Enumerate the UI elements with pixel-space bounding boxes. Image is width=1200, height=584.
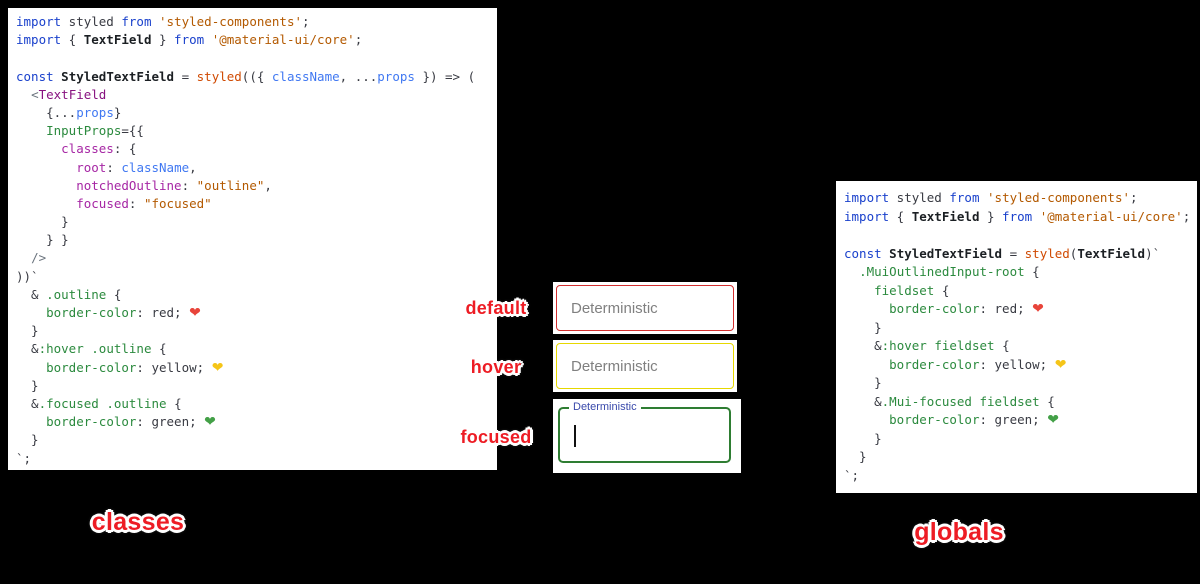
code-line: } <box>844 430 882 446</box>
code-panel-classes: import styled from 'styled-components'; i… <box>8 8 497 470</box>
code-line <box>16 49 497 67</box>
textfield-hover-label: Deterministic <box>571 357 658 375</box>
code-line: } <box>844 449 867 464</box>
code-line: fieldset { <box>874 282 950 298</box>
code-line: } <box>16 323 39 339</box>
code-line: import styled from 'styled-components'; <box>844 190 1138 205</box>
code-line: {...props} <box>16 104 122 120</box>
code-line: } <box>16 432 39 448</box>
code-line: ))` <box>16 268 39 284</box>
code-line: &:hover fieldset { <box>844 338 1010 353</box>
code-line: border-color: yellow; ❤ <box>889 356 1067 373</box>
code-line: import { TextField } from '@material-ui/… <box>844 208 1191 224</box>
code-line: } <box>844 375 882 390</box>
code-line: & .outline { <box>16 286 122 302</box>
textfield-focused[interactable] <box>558 407 731 463</box>
textfield-hover[interactable]: Deterministic <box>556 343 734 389</box>
code-line: /> <box>31 250 47 266</box>
code-line: import { TextField } from '@material-ui/… <box>16 32 363 48</box>
textfield-default[interactable]: Deterministic <box>556 285 734 331</box>
code-line: .MuiOutlinedInput-root { <box>859 264 1040 279</box>
code-line: } <box>16 377 39 393</box>
textfield-default-screenshot: Deterministic <box>553 282 737 334</box>
code-line: `; <box>844 467 860 483</box>
textfield-focused-label: Deterministic <box>569 401 641 413</box>
textfield-focused-screenshot: Deterministic <box>553 399 741 473</box>
title-classes: classes <box>91 508 185 536</box>
code-line: import styled from 'styled-components'; <box>16 14 310 29</box>
textfield-hover-screenshot: Deterministic <box>553 340 737 392</box>
code-line: } } <box>16 232 69 248</box>
code-line: &.focused .outline { <box>16 395 182 411</box>
code-line: } <box>16 214 69 230</box>
code-line: notchedOutline: "outline", <box>76 177 272 193</box>
textfield-default-label: Deterministic <box>571 299 658 317</box>
code-line: classes: { <box>61 141 137 157</box>
code-line: &.Mui-focused fieldset { <box>844 393 1055 409</box>
code-line: border-color: red; ❤ <box>889 301 1044 317</box>
code-line: const StyledTextField = styled(TextField… <box>844 245 1161 261</box>
code-line: border-color: yellow; ❤ <box>46 359 224 376</box>
annotation-hover: hover <box>470 357 522 377</box>
code-line: focused: "focused" <box>76 195 212 211</box>
code-line: const StyledTextField = styled(({ classN… <box>16 68 476 84</box>
code-line: <TextField <box>31 86 107 102</box>
code-line: border-color: green; ❤ <box>889 412 1059 428</box>
code-line <box>844 226 1197 245</box>
code-line: &:hover .outline { <box>16 341 167 357</box>
code-panel-globals: import styled from 'styled-components'; i… <box>836 181 1197 493</box>
code-line: root: className, <box>76 159 197 175</box>
title-globals: globals <box>914 518 1004 546</box>
text-cursor <box>574 425 576 447</box>
annotation-focused: focused <box>460 427 532 447</box>
code-line: border-color: green; ❤ <box>46 414 216 431</box>
annotation-default: default <box>465 298 527 318</box>
code-line: border-color: red; ❤ <box>46 305 201 321</box>
code-line: InputProps={{ <box>46 123 144 139</box>
code-line: `; <box>16 450 32 466</box>
code-line: } <box>844 319 882 335</box>
